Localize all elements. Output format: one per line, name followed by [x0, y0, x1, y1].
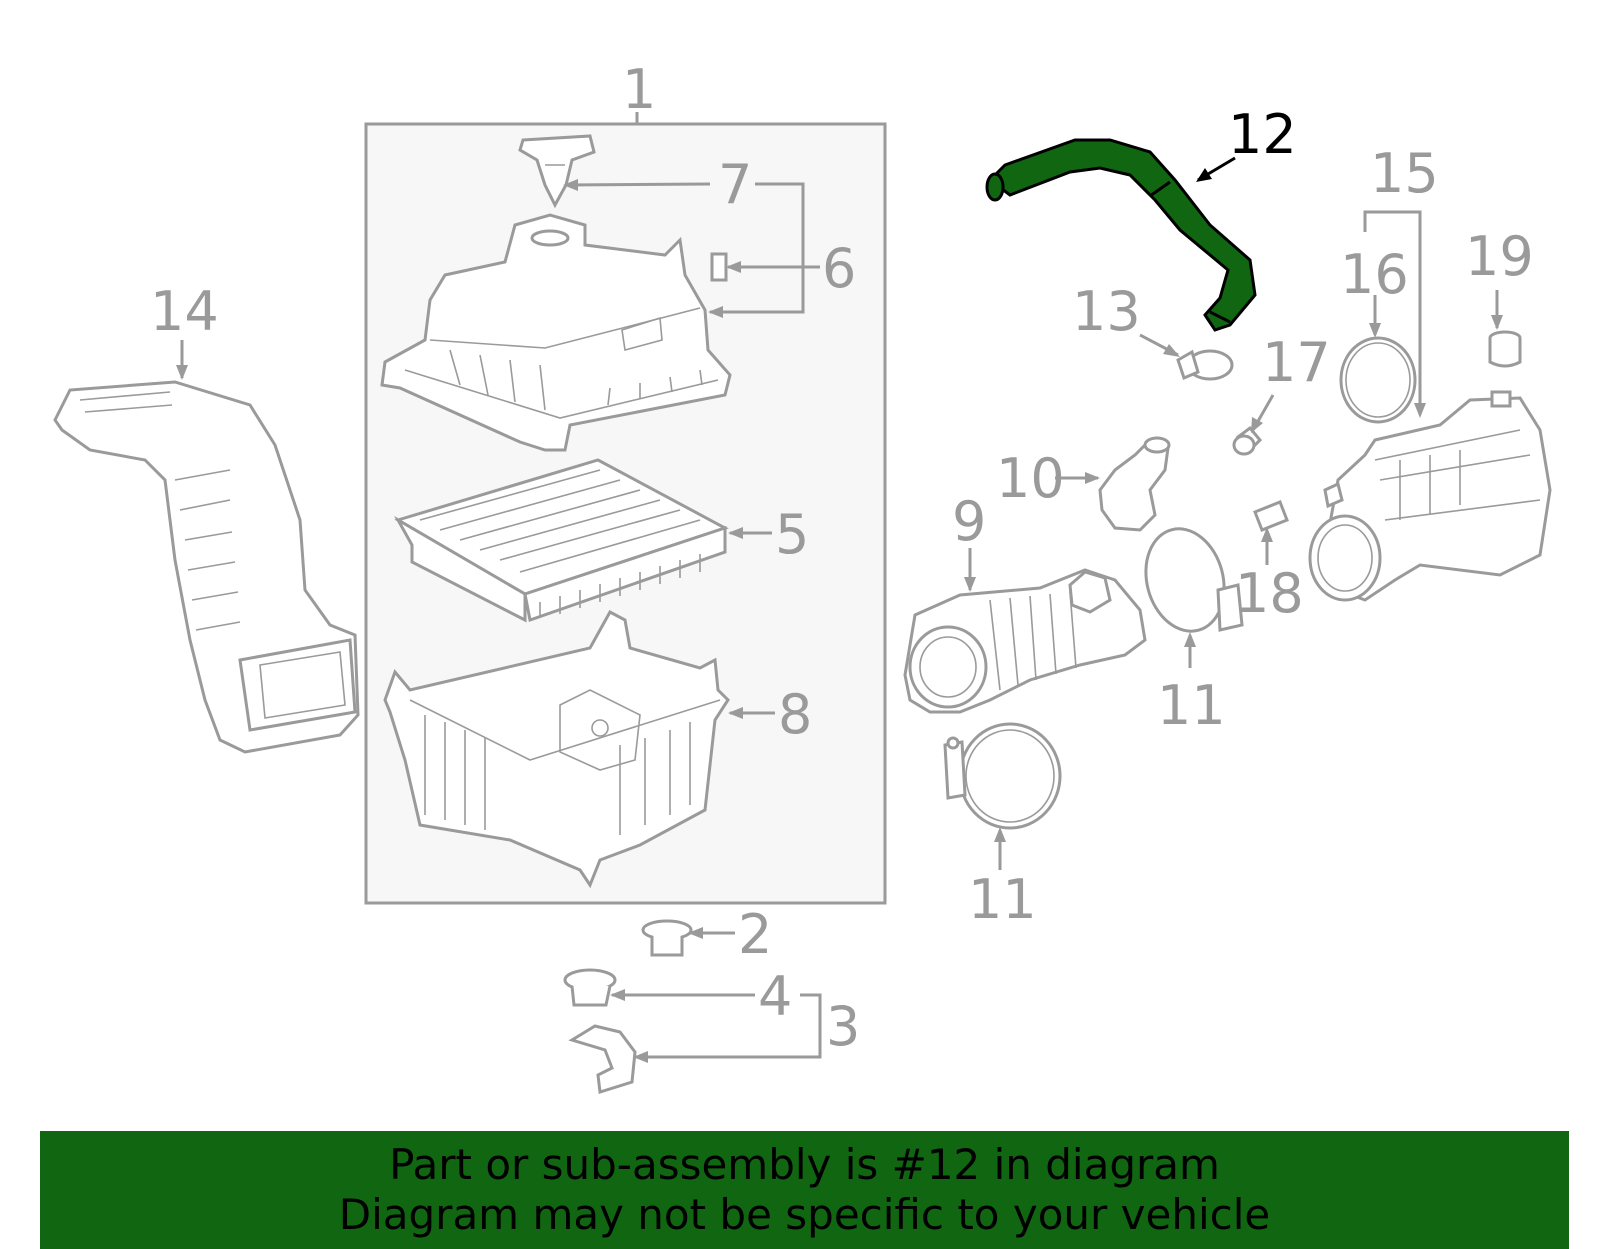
- part-9-intake-hose[interactable]: [903, 568, 1147, 714]
- callout-15[interactable]: 15: [1370, 142, 1439, 205]
- part-17-plug[interactable]: [1232, 425, 1263, 456]
- part-13-clamp[interactable]: [1176, 349, 1234, 381]
- arrowheads: [176, 168, 1503, 1063]
- callout-17[interactable]: 17: [1262, 331, 1331, 394]
- part-18-plug[interactable]: [1253, 500, 1289, 532]
- part-3-bracket[interactable]: [568, 1024, 637, 1094]
- callout-12-highlighted[interactable]: 12: [1228, 103, 1297, 166]
- part-5-air-filter[interactable]: [394, 458, 729, 623]
- part-14-intake-duct[interactable]: [53, 380, 360, 754]
- part-11-clamp-lower[interactable]: [943, 722, 1062, 830]
- part-10-sensor[interactable]: [1098, 436, 1171, 532]
- banner-line-1: Part or sub-assembly is #12 in diagram: [389, 1140, 1220, 1189]
- part-12-breather-hose[interactable]: [985, 138, 1257, 332]
- part-4-grommet[interactable]: [563, 968, 617, 1007]
- callout-5[interactable]: 5: [775, 503, 809, 566]
- callout-1[interactable]: 1: [622, 58, 656, 121]
- part-7-clip[interactable]: [518, 134, 596, 209]
- callout-11-upper[interactable]: 11: [1157, 674, 1226, 737]
- callout-13[interactable]: 13: [1072, 280, 1141, 343]
- callout-6[interactable]: 6: [822, 237, 856, 300]
- callout-11-lower[interactable]: 11: [968, 868, 1037, 931]
- part-11-clamp-upper[interactable]: [1135, 520, 1244, 640]
- part-19-cap[interactable]: [1488, 330, 1522, 368]
- callout-19[interactable]: 19: [1465, 225, 1534, 288]
- callout-9[interactable]: 9: [952, 490, 986, 553]
- banner-line-2: Diagram may not be specific to your vehi…: [338, 1190, 1271, 1239]
- part-6-seal[interactable]: [710, 252, 728, 282]
- callout-3[interactable]: 3: [826, 995, 860, 1058]
- callout-14[interactable]: 14: [150, 280, 219, 343]
- part-16-gasket[interactable]: [1339, 336, 1417, 424]
- part-8-lower-housing[interactable]: [383, 609, 730, 889]
- callout-7[interactable]: 7: [718, 153, 752, 216]
- part-2-grommet[interactable]: [641, 919, 693, 957]
- info-banner: Part or sub-assembly is #12 in diagram D…: [40, 1131, 1569, 1249]
- callout-labels: 1 7 6 5 8 2 4 3 14 9 10 11 11 13 16 15 1…: [150, 58, 1534, 1058]
- callout-2[interactable]: 2: [738, 903, 772, 966]
- callout-10[interactable]: 10: [996, 447, 1065, 510]
- callout-8[interactable]: 8: [778, 683, 812, 746]
- callout-16[interactable]: 16: [1340, 243, 1409, 306]
- callout-18[interactable]: 18: [1235, 562, 1304, 625]
- upper-housing-cover[interactable]: [380, 213, 732, 452]
- part-15-throttle-body[interactable]: [1308, 390, 1552, 602]
- callout-4[interactable]: 4: [758, 965, 792, 1028]
